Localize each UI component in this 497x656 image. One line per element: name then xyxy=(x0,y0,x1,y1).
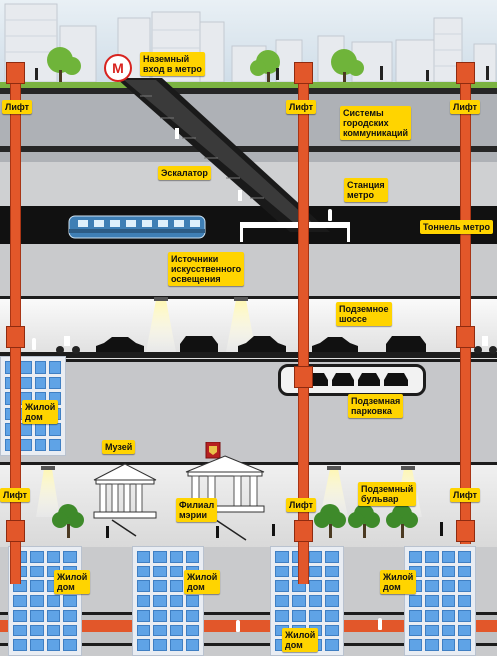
label-metro-entrance: Наземный вход в метро xyxy=(140,52,205,76)
lift-cabin xyxy=(456,62,475,84)
metro-train xyxy=(68,215,206,239)
lift-cabin xyxy=(6,520,25,542)
label-utilities: Системы городских коммуникаций xyxy=(340,106,412,140)
light-sources xyxy=(146,297,256,352)
parking-cars xyxy=(306,373,408,386)
label-residential: Жилой дом xyxy=(380,570,417,594)
label-museum: Музей xyxy=(102,440,136,454)
lift-cabin xyxy=(294,520,313,542)
pedestrian-figure xyxy=(378,618,382,630)
label-residential: Жилой дом xyxy=(54,570,91,594)
label-lift: Лифт xyxy=(0,488,31,502)
label-lift: Лифт xyxy=(450,100,481,114)
museum-building xyxy=(93,463,157,519)
corridor-pipe xyxy=(0,620,497,632)
label-lift: Лифт xyxy=(286,100,317,114)
lift-shaft-center xyxy=(298,64,309,584)
lift-cabin xyxy=(6,62,25,84)
pedestrian-figure xyxy=(32,338,36,350)
metro-logo-letter: М xyxy=(112,60,124,76)
label-lift: Лифт xyxy=(450,488,481,502)
label-residential: Жилой дом xyxy=(22,400,59,424)
label-metro-tunnel: Тоннель метро xyxy=(420,220,494,234)
label-city-hall-branch: Филиал мэрии xyxy=(176,498,218,522)
label-residential: Жилой дом xyxy=(282,628,319,652)
residential-building xyxy=(132,546,204,656)
passenger-figure xyxy=(328,209,332,221)
metro-logo-icon: М xyxy=(104,54,132,82)
label-lift: Лифт xyxy=(2,100,33,114)
label-lift: Лифт xyxy=(286,498,317,512)
highway-cars xyxy=(56,336,497,354)
lift-cabin xyxy=(294,62,313,84)
label-light-sources: Источники искусственного освещения xyxy=(168,252,245,286)
label-escalator: Эскалатор xyxy=(158,166,211,180)
stairs xyxy=(111,519,247,541)
lift-cabin xyxy=(456,326,475,348)
lift-cabin xyxy=(456,520,475,542)
utilities-top-band xyxy=(0,88,497,94)
label-residential: Жилой дом xyxy=(184,570,221,594)
highway-road xyxy=(0,352,497,358)
metro-station-rail xyxy=(347,228,350,242)
label-underground-parking: Подземная парковка xyxy=(348,394,404,418)
label-metro-station: Станция метро xyxy=(344,178,388,202)
lift-cabin xyxy=(294,366,313,388)
label-underground-highway: Подземное шоссе xyxy=(336,302,392,326)
metro-station-platform xyxy=(240,222,350,228)
lift-cabin xyxy=(6,326,25,348)
utilities-bottom-band xyxy=(0,146,497,152)
residential-building xyxy=(404,546,476,656)
pedestrian-figure xyxy=(236,620,240,632)
city-hall-building xyxy=(185,442,265,513)
label-underground-boulevard: Подземный бульвар xyxy=(358,482,417,506)
lift-shaft-right xyxy=(460,64,471,544)
ground-surface xyxy=(0,82,497,90)
boulevard-trees xyxy=(52,504,443,538)
metro-station-rail xyxy=(240,228,243,242)
lift-shaft-left xyxy=(10,64,21,584)
escalator-shaft xyxy=(116,78,330,232)
